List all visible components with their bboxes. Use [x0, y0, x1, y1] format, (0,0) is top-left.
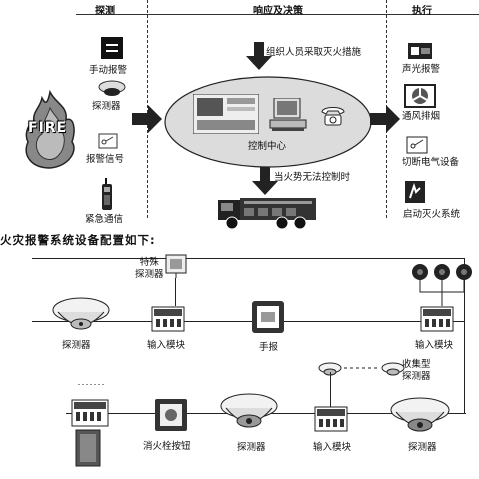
arrow-right-2-icon [370, 105, 400, 133]
alarm-signal-label: 报警信号 [86, 154, 125, 165]
input-module-3-icon [314, 406, 348, 432]
arrow-down-icon [246, 42, 272, 70]
collect-detector-line [330, 372, 331, 408]
telephone-icon [320, 106, 346, 126]
sound-light-icon [407, 42, 433, 60]
manual-alarm-label: 手动报警 [89, 65, 128, 76]
input-module-2-icon [420, 306, 454, 332]
input-module-2-label: 输入模块 [415, 340, 454, 351]
collect-detector-label: 收集型 探测器 [402, 359, 431, 382]
cut-power-icon [406, 136, 428, 154]
detector-2-label: 探测器 [237, 442, 266, 453]
bus-top-rail [32, 258, 464, 259]
manual-alarm-icon [100, 36, 124, 60]
arrow-right-icon [132, 105, 162, 133]
cut-power-label: 切断电气设备 [402, 157, 460, 168]
smoke-detector-1-icon [52, 296, 110, 336]
section-detect: 探测 [95, 6, 115, 17]
input-module-1-label: 输入模块 [147, 340, 186, 351]
ventilation-label: 通风排烟 [402, 111, 441, 122]
special-detector-line [175, 278, 176, 306]
arrow-down-2-icon [252, 167, 278, 195]
control-cabinet-icon [68, 384, 112, 468]
bus-line-1 [32, 321, 464, 322]
section-respond: 响应及决策 [253, 6, 303, 17]
collect-detectors-icon [318, 360, 406, 384]
ventilation-icon [404, 84, 436, 108]
bells-icon [410, 262, 474, 306]
fire-truck-icon [218, 196, 318, 230]
control-center-label: 控制中心 [248, 141, 287, 152]
hydrant-button-label: 消火栓按钮 [143, 441, 191, 452]
special-detector-icon [165, 254, 187, 278]
computer-icon [268, 98, 308, 132]
top-rule [76, 14, 479, 15]
detector-3-label: 探测器 [408, 442, 437, 453]
smoke-detector-2-icon [220, 392, 278, 436]
input-module-3-label: 输入模块 [313, 442, 352, 453]
organize-label: 组织人员采取灭火措施 [266, 47, 362, 58]
detector-label: 探测器 [92, 101, 121, 112]
emergency-comm-label: 紧急通信 [85, 214, 124, 225]
manual-label: 手报 [259, 342, 279, 353]
sound-light-label: 声光报警 [402, 64, 441, 75]
alarm-signal-icon [98, 133, 118, 149]
divider-left [147, 0, 148, 218]
manual-button-icon [251, 300, 285, 334]
control-panel-icon [193, 94, 259, 134]
uncontrollable-label: 当火势无法控制时 [274, 172, 351, 183]
extinguish-icon [404, 180, 426, 204]
fire-word: FIRE [28, 120, 68, 136]
input-module-1-icon [151, 306, 185, 332]
fire-flame-icon [22, 90, 78, 170]
detector-1-label: 探测器 [62, 340, 91, 351]
bus-right-connector [464, 321, 465, 413]
special-detector-label: 特殊 探测器 [135, 257, 164, 280]
emergency-phone-icon [100, 178, 114, 212]
hydrant-button-icon [154, 398, 188, 432]
smoke-detector-3-icon [390, 396, 450, 440]
detector-icon [98, 80, 126, 98]
section-execute: 执行 [412, 6, 432, 17]
start-extinguish-label: 启动灭火系统 [403, 209, 461, 220]
config-title: 火灾报警系统设备配置如下: [0, 233, 156, 247]
